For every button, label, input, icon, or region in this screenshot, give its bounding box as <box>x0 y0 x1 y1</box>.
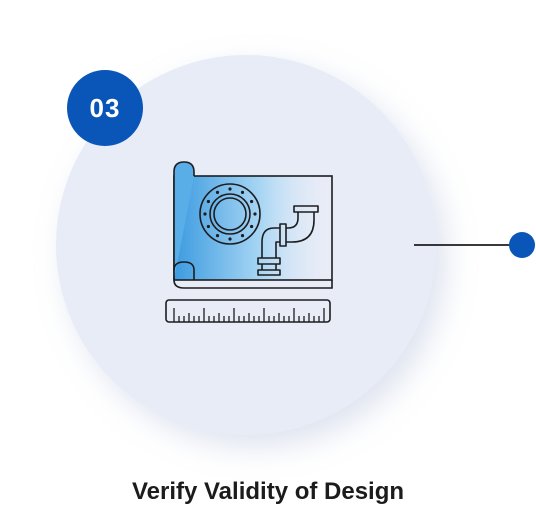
connector-dot <box>509 232 535 258</box>
step-number-badge: 03 <box>67 70 143 146</box>
connector-line <box>414 232 535 258</box>
step-title: Verify Validity of Design <box>131 478 405 505</box>
blueprint-pipe-ruler-icon <box>165 161 333 323</box>
